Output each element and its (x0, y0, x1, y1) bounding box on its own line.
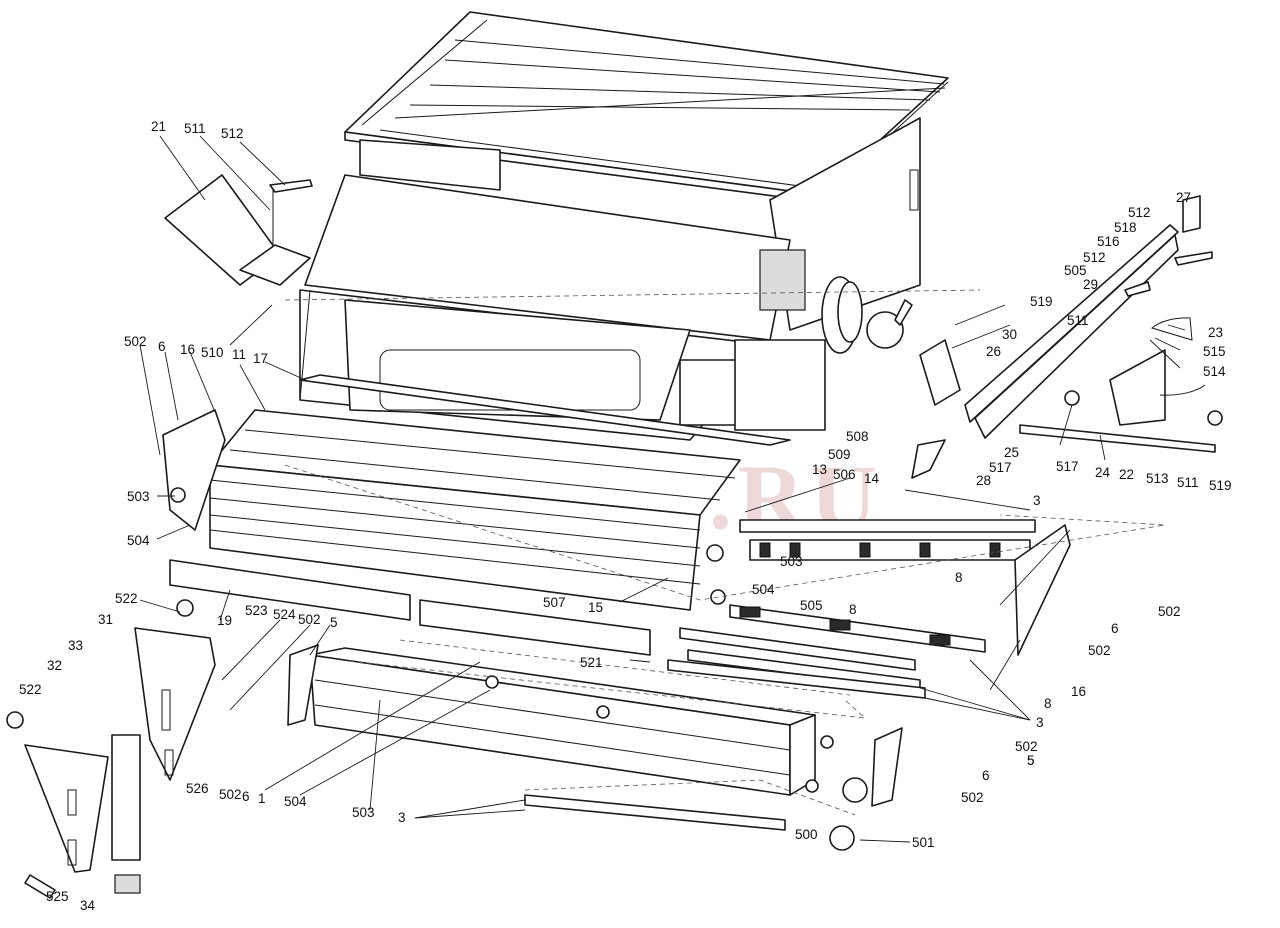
part-label: 522 (115, 591, 138, 606)
part-label: 512 (1083, 250, 1106, 265)
part-label: 516 (1097, 234, 1120, 249)
part-label: 502 (219, 787, 242, 802)
part-label: 22 (1119, 467, 1134, 482)
part-label: 502 (1158, 604, 1181, 619)
part-number-labels: 21 511 512 510 502 6 16 11 17 503 504 52… (19, 119, 1232, 913)
part-label: 503 (127, 489, 150, 504)
part-label: 3 (1036, 715, 1044, 730)
part-label: 26 (986, 344, 1001, 359)
part-label: 504 (752, 582, 775, 597)
part-label: 8 (1044, 696, 1052, 711)
part-label: 21 (151, 119, 166, 134)
part-label: 3 (398, 810, 406, 825)
part-label: 27 (1176, 190, 1191, 205)
part-label: 519 (1209, 478, 1232, 493)
guide-rails (667, 519, 1036, 699)
part-label: 510 (201, 345, 224, 360)
leader-lines (139, 135, 1186, 843)
part-label: 34 (80, 898, 96, 913)
part-label: 16 (180, 342, 195, 357)
part-label: 512 (221, 126, 244, 141)
part-label: 525 (46, 889, 69, 904)
part-label: 502 (124, 334, 147, 349)
stand-legs (6, 599, 216, 899)
part-label: 502 (1015, 739, 1038, 754)
part-label: 517 (1056, 459, 1079, 474)
part-label: 503 (780, 554, 803, 569)
part-label: 14 (864, 471, 880, 486)
part-label: 33 (68, 638, 83, 653)
part-label: 526 (186, 781, 209, 796)
side-plates (162, 409, 1071, 851)
part-label: 523 (245, 603, 268, 618)
saw-housing (299, 174, 791, 441)
part-label: 5 (1027, 753, 1035, 768)
part-label: 19 (217, 613, 232, 628)
riving-guard (164, 174, 313, 286)
part-label: 511 (1177, 475, 1199, 490)
part-label: 24 (1095, 465, 1111, 480)
part-label: 500 (795, 827, 818, 842)
part-label: 5 (330, 615, 338, 630)
part-label: 16 (1071, 684, 1086, 699)
part-label: 507 (543, 595, 566, 610)
part-label: 31 (98, 612, 113, 627)
part-label: 513 (1146, 471, 1169, 486)
part-label: 1 (258, 791, 266, 806)
front-extrusion (209, 374, 791, 611)
part-label: 3 (1033, 493, 1041, 508)
part-label: 502 (1088, 643, 1111, 658)
part-label: 503 (352, 805, 375, 820)
part-label: 524 (273, 607, 296, 622)
part-label: 511 (184, 121, 206, 136)
part-label: 15 (588, 600, 603, 615)
part-label: 5 (1027, 753, 1035, 768)
part-label: 502 (961, 790, 984, 805)
part-label: 505 (800, 598, 823, 613)
part-label: 8 (849, 602, 857, 617)
table-top (344, 11, 949, 331)
part-label: 505 (1064, 263, 1087, 278)
part-label: 518 (1114, 220, 1137, 235)
part-label: 519 (1030, 294, 1053, 309)
part-label: 522 (19, 682, 42, 697)
part-label: 23 (1208, 325, 1223, 340)
part-label: 517 (989, 460, 1012, 475)
part-label: 502 (298, 612, 321, 627)
part-label: 8 (955, 570, 963, 585)
part-label: 521 (580, 655, 603, 670)
mitre-fence (911, 195, 1223, 479)
part-label: 32 (47, 658, 62, 673)
part-label: 6 (242, 789, 250, 804)
part-label: 25 (1004, 445, 1019, 460)
assembly-guides (284, 289, 1166, 816)
part-label: 509 (828, 447, 851, 462)
part-label: 6 (158, 339, 166, 354)
part-label: 506 (833, 467, 856, 482)
part-label: 13 (812, 462, 827, 477)
motor-assembly (679, 249, 913, 431)
part-label: 504 (284, 794, 307, 809)
part-label: 17 (253, 351, 268, 366)
part-label: 512 (1128, 205, 1151, 220)
part-label: 28 (976, 473, 991, 488)
part-label: 29 (1083, 277, 1098, 292)
part-label: 511 (1067, 313, 1089, 328)
front-panel (169, 559, 816, 831)
part-label: 11 (232, 347, 246, 362)
part-label: 501 (912, 835, 935, 850)
part-label: 514 (1203, 364, 1226, 379)
part-label: 515 (1203, 344, 1226, 359)
part-label: 508 (846, 429, 869, 444)
part-label: 30 (1002, 327, 1017, 342)
part-label: 6 (982, 768, 990, 783)
part-label: 6 (1111, 621, 1119, 636)
part-label: 504 (127, 533, 150, 548)
